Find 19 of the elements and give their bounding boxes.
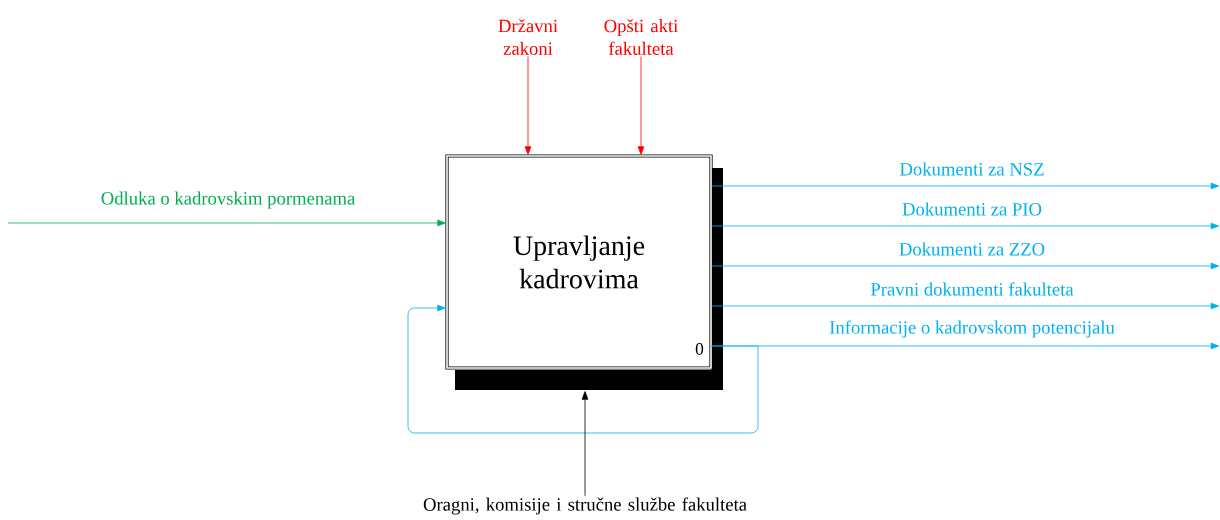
arrow bbox=[711, 222, 1220, 230]
arrow bbox=[407, 304, 759, 434]
edge-label: Dokumenti za PIO bbox=[902, 202, 1042, 216]
arrow bbox=[637, 56, 645, 155]
arrow bbox=[7, 219, 446, 227]
arrow bbox=[581, 391, 589, 497]
edge-label: Dokumenti za NSZ bbox=[899, 162, 1044, 176]
node-number: 0 bbox=[695, 343, 704, 355]
control-label: Državni zakoni bbox=[498, 19, 558, 55]
control-label: Opšti akti fakulteta bbox=[604, 19, 678, 55]
arrow bbox=[524, 56, 532, 155]
control-label: Oragni, komisije i stručne službe fakulteta bbox=[423, 497, 747, 515]
arrow bbox=[711, 262, 1220, 270]
edge-label: Informacije o kadrovskom potencijalu bbox=[829, 320, 1115, 338]
edge-label: Odluka o kadrovskim pormenama bbox=[101, 191, 356, 209]
arrow bbox=[711, 182, 1220, 190]
edge-label: Dokumenti za ZZO bbox=[899, 242, 1045, 256]
arrow bbox=[711, 302, 1220, 310]
edge-label: Pravni dokumenti fakulteta bbox=[870, 282, 1074, 296]
